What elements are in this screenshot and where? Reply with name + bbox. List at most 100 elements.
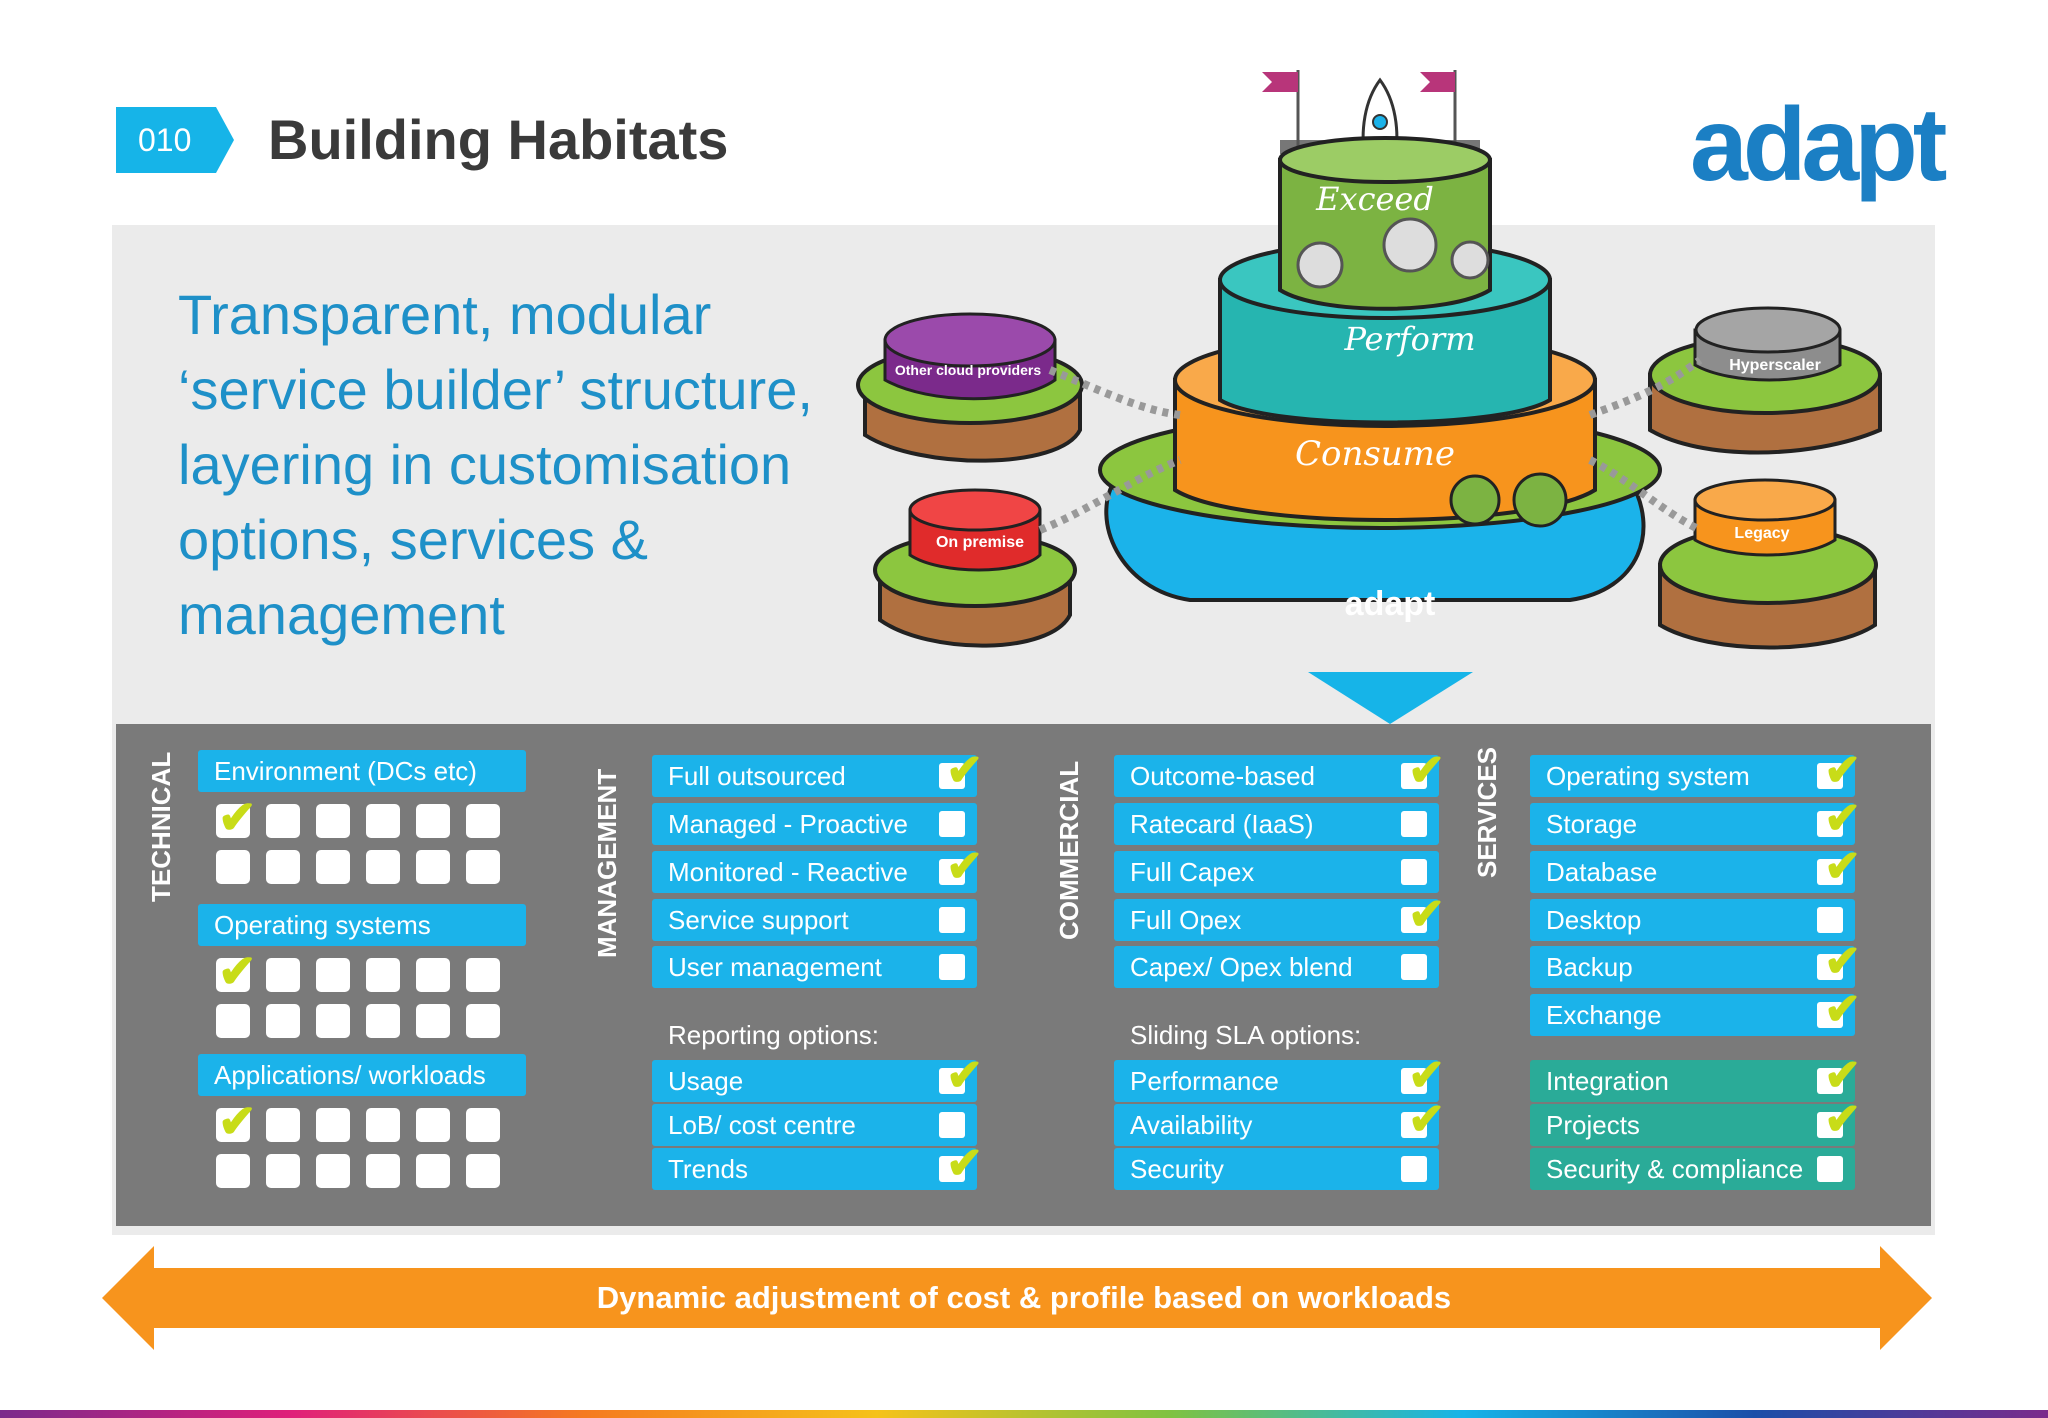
option-square[interactable] <box>366 850 400 884</box>
option-row[interactable]: Performance ✔ <box>1114 1054 1445 1102</box>
option-square[interactable] <box>216 1004 250 1038</box>
option-label: Full outsourced <box>668 761 846 791</box>
option-row[interactable]: Managed - Proactive <box>652 803 977 845</box>
option-square[interactable] <box>316 1108 350 1142</box>
option-row[interactable]: Capex/ Opex blend <box>1114 946 1439 988</box>
option-row[interactable]: Service support <box>652 899 977 941</box>
option-row[interactable]: Full outsourced ✔ <box>652 749 983 797</box>
option-square[interactable] <box>366 1004 400 1038</box>
option-square[interactable] <box>366 1154 400 1188</box>
option-checkbox[interactable]: ✔ <box>939 749 983 793</box>
option-square[interactable] <box>266 804 300 838</box>
option-square[interactable] <box>466 958 500 992</box>
option-row[interactable]: User management <box>652 946 977 988</box>
option-row[interactable]: Storage✔ <box>1530 797 1861 845</box>
option-square[interactable] <box>216 1108 250 1142</box>
option-square[interactable] <box>466 1108 500 1142</box>
color-strip <box>0 1410 2048 1418</box>
option-row[interactable]: Usage✔ <box>652 1054 983 1102</box>
option-row[interactable]: Outcome-based✔ <box>1114 749 1445 797</box>
option-square[interactable] <box>416 804 450 838</box>
option-row[interactable]: Security & compliance <box>1530 1148 1855 1190</box>
option-row[interactable]: Ratecard (IaaS) <box>1114 803 1439 845</box>
option-label: Performance <box>1130 1066 1279 1096</box>
option-square[interactable] <box>216 804 250 838</box>
svg-text:On premise: On premise <box>936 534 1024 551</box>
option-square[interactable] <box>316 958 350 992</box>
option-checkbox[interactable]: ✔ <box>1401 749 1445 793</box>
option-row[interactable]: Integration✔ <box>1530 1054 1861 1102</box>
option-row[interactable]: Exchange ✔ <box>1530 988 1861 1036</box>
option-checkbox[interactable]: ✔ <box>1401 1054 1445 1098</box>
option-label: Exchange <box>1546 1000 1662 1030</box>
option-square[interactable] <box>316 1004 350 1038</box>
check-icon: ✔ <box>1408 1051 1445 1100</box>
tier-exceed: Exceed <box>1315 180 1434 218</box>
option-checkbox[interactable]: ✔ <box>1817 988 1861 1032</box>
option-row[interactable]: Operating system✔ <box>1530 749 1861 797</box>
option-square[interactable] <box>366 1108 400 1142</box>
option-label: Security & compliance <box>1546 1154 1804 1184</box>
option-square[interactable] <box>416 1108 450 1142</box>
option-square[interactable] <box>466 850 500 884</box>
option-row[interactable]: Backup✔ <box>1530 940 1861 988</box>
option-row[interactable]: Projects✔ <box>1530 1098 1861 1146</box>
option-checkbox[interactable]: ✔ <box>1817 1054 1861 1098</box>
option-square[interactable] <box>416 958 450 992</box>
option-square[interactable] <box>366 958 400 992</box>
option-checkbox[interactable] <box>939 811 965 837</box>
option-checkbox[interactable]: ✔ <box>939 1142 983 1186</box>
option-row[interactable]: Full Capex <box>1114 851 1439 893</box>
option-row[interactable]: Trends✔ <box>652 1142 983 1190</box>
option-checkbox[interactable]: ✔ <box>1401 893 1445 937</box>
option-square[interactable] <box>266 958 300 992</box>
option-square[interactable] <box>266 1004 300 1038</box>
option-checkbox[interactable] <box>939 907 965 933</box>
option-checkbox[interactable]: ✔ <box>1817 1098 1861 1142</box>
option-checkbox[interactable]: ✔ <box>939 1054 983 1098</box>
option-square[interactable] <box>466 1154 500 1188</box>
option-square[interactable] <box>416 1154 450 1188</box>
option-square[interactable] <box>216 1154 250 1188</box>
option-checkbox[interactable]: ✔ <box>1817 749 1861 793</box>
option-row[interactable]: Full Opex✔ <box>1114 893 1445 941</box>
option-checkbox[interactable] <box>1401 1156 1427 1182</box>
option-square[interactable] <box>316 850 350 884</box>
option-square[interactable] <box>416 850 450 884</box>
option-row[interactable]: Security <box>1114 1148 1439 1190</box>
option-square[interactable] <box>266 850 300 884</box>
option-checkbox[interactable]: ✔ <box>939 845 983 889</box>
option-square[interactable] <box>316 1154 350 1188</box>
option-checkbox[interactable] <box>1817 1156 1843 1182</box>
option-checkbox[interactable]: ✔ <box>1817 797 1861 841</box>
option-checkbox[interactable] <box>1401 954 1427 980</box>
svg-text:Hyperscaler: Hyperscaler <box>1729 357 1821 374</box>
option-checkbox[interactable] <box>1817 907 1843 933</box>
option-row[interactable]: Availability✔ <box>1114 1098 1445 1146</box>
option-checkbox[interactable]: ✔ <box>1401 1098 1445 1142</box>
option-square[interactable] <box>266 1154 300 1188</box>
option-checkbox[interactable] <box>939 1112 965 1138</box>
option-square[interactable] <box>366 804 400 838</box>
option-row[interactable]: Desktop <box>1530 899 1855 941</box>
gear-icon <box>1296 217 1490 289</box>
option-checkbox[interactable] <box>939 954 965 980</box>
option-checkbox[interactable] <box>1401 859 1427 885</box>
option-square[interactable] <box>266 1108 300 1142</box>
option-square[interactable] <box>216 958 250 992</box>
option-square[interactable] <box>416 1004 450 1038</box>
option-checkbox[interactable]: ✔ <box>1817 845 1861 889</box>
footer-arrow-label: Dynamic adjustment of cost & profile bas… <box>596 1280 1452 1315</box>
check-icon: ✔ <box>1824 842 1861 891</box>
option-square[interactable] <box>466 804 500 838</box>
option-row[interactable]: Monitored - Reactive✔ <box>652 845 983 893</box>
option-row[interactable]: LoB/ cost centre <box>652 1104 977 1146</box>
option-row[interactable]: Database✔ <box>1530 845 1861 893</box>
option-square[interactable] <box>316 804 350 838</box>
option-square[interactable] <box>466 1004 500 1038</box>
option-checkbox[interactable] <box>1401 811 1427 837</box>
option-square[interactable] <box>216 850 250 884</box>
check-icon: ✔ <box>218 1095 257 1147</box>
island-other-cloud: Other cloud providers <box>856 312 1084 463</box>
option-checkbox[interactable]: ✔ <box>1817 940 1861 984</box>
